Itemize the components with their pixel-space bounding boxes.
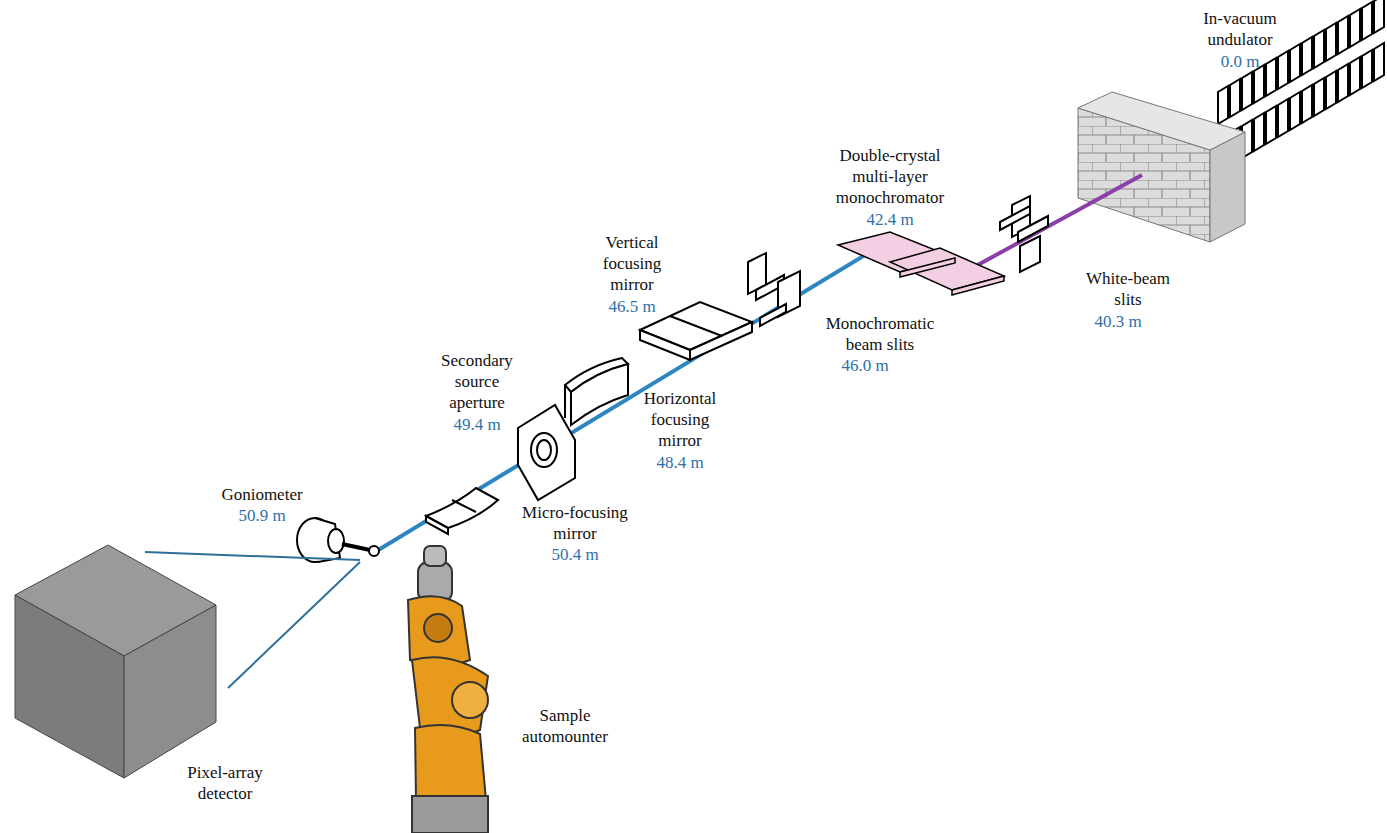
- distance-label: 49.4 m: [437, 414, 517, 435]
- undulator-magnet: [1314, 30, 1324, 68]
- component-label: Horizontal focusing mirror: [632, 388, 728, 451]
- distance-label: 50.9 m: [222, 505, 302, 526]
- undulator-magnet: [1242, 72, 1252, 110]
- distance-label: 48.4 m: [640, 452, 720, 473]
- distance-label: 46.5 m: [592, 296, 672, 317]
- undulator-magnet: [1338, 16, 1348, 54]
- component-label: Sample automounter: [507, 705, 623, 747]
- undulator-magnet: [1314, 78, 1324, 116]
- undulator-magnet: [1266, 106, 1276, 144]
- component-label: Monochromatic beam slits: [815, 313, 945, 355]
- undulator-magnet: [1302, 37, 1312, 75]
- component-label: Double-crystal multi-layer monochromator: [820, 145, 960, 208]
- undulator-magnet: [1374, 0, 1384, 33]
- undulator-magnet: [1374, 43, 1384, 81]
- component-label: Secondary source aperture: [431, 350, 523, 413]
- undulator-magnet: [1290, 44, 1300, 82]
- undulator-magnet: [1350, 9, 1360, 47]
- undulator-magnet: [1230, 79, 1240, 117]
- undulator-magnet: [1326, 23, 1336, 61]
- undulator-magnet: [1326, 71, 1336, 109]
- undulator-magnet: [1338, 64, 1348, 102]
- undulator-magnet: [1362, 50, 1372, 88]
- component-label: White-beam slits: [1073, 268, 1183, 310]
- undulator-magnet: [1266, 58, 1276, 96]
- component-label: In-vacuum undulator: [1185, 8, 1295, 50]
- component-label: Vertical focusing mirror: [590, 232, 674, 295]
- distance-label: 42.4 m: [850, 209, 930, 230]
- undulator-magnet: [1254, 113, 1264, 151]
- distance-label: 40.3 m: [1078, 311, 1158, 332]
- distance-label: 50.4 m: [535, 544, 615, 565]
- undulator-magnet: [1278, 99, 1288, 137]
- component-label: Pixel-array detector: [170, 762, 280, 804]
- component-label: Micro-focusing mirror: [510, 502, 640, 544]
- undulator-magnet: [1218, 86, 1228, 124]
- distance-label: 46.0 m: [825, 355, 905, 376]
- component-label: Goniometer: [202, 484, 322, 505]
- undulator-magnet: [1302, 85, 1312, 123]
- undulator-magnet: [1362, 2, 1372, 40]
- undulator-magnet: [1278, 51, 1288, 89]
- undulator-magnet: [1350, 57, 1360, 95]
- undulator-magnet: [1290, 92, 1300, 130]
- distance-label: 0.0 m: [1200, 51, 1280, 72]
